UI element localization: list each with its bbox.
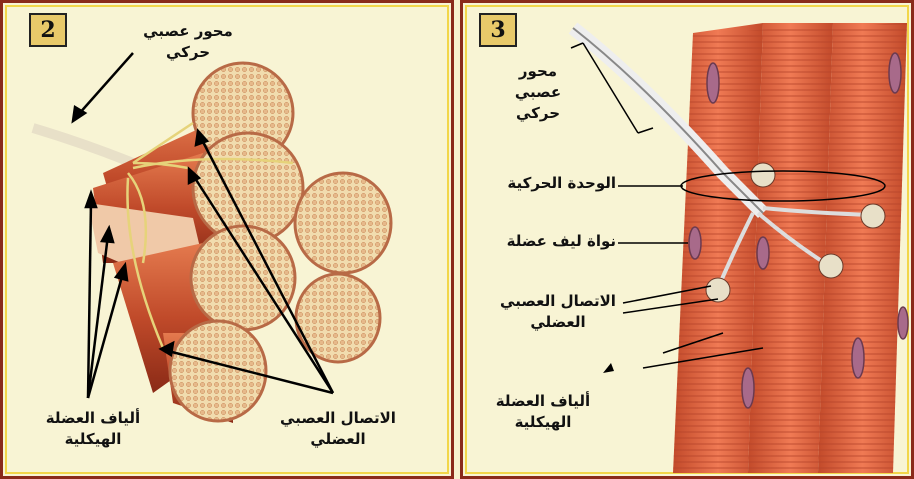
label-fibers-line2: الهيكلية [483, 412, 603, 433]
label-axon-line3: حركي [503, 103, 573, 124]
label-axon: محور عصبي حركي [503, 61, 573, 124]
label-fibers-line1: ألياف العضلة [483, 391, 603, 412]
panel-left: 2 محور عصبي حركي الاتصال العصبي العضلي أ… [0, 0, 454, 479]
label-nmj-line2: العضلي [488, 312, 628, 333]
panel-number: 3 [479, 13, 517, 47]
label-skeletal-fibers: ألياف العضلة الهيكلية [483, 391, 603, 433]
label-motor-axon: محور عصبي حركي [133, 21, 243, 63]
label-nucleus: نواة ليف عضلة [481, 231, 616, 252]
label-motor-axon-line1: محور عصبي [133, 21, 243, 42]
label-nmj-line1: الاتصال العصبي [488, 291, 628, 312]
label-motor-unit: الوحدة الحركية [481, 173, 616, 194]
label-fibers-line1: ألياف العضلة [33, 408, 153, 429]
fascicle [295, 173, 391, 273]
arrowhead [603, 363, 614, 373]
panel-right: 3 محور عصبي حركي الوحدة الحركية نواة ليف… [460, 0, 914, 479]
fascicle [191, 226, 295, 330]
label-nmj: الاتصال العصبي العضلي [488, 291, 628, 333]
label-nmj-line2: العضلي [263, 429, 413, 450]
label-skeletal-fibers: ألياف العضلة الهيكلية [33, 408, 153, 450]
label-nmj-line1: الاتصال العصبي [263, 408, 413, 429]
label-neuromuscular-junction: الاتصال العصبي العضلي [263, 408, 413, 450]
nerve-bundle [33, 128, 133, 163]
label-motor-axon-line2: حركي [133, 42, 243, 63]
fascicle [296, 274, 380, 362]
label-fibers-line2: الهيكلية [33, 429, 153, 450]
label-axon-line2: عصبي [503, 82, 573, 103]
panel-number: 2 [29, 13, 67, 47]
label-axon-line1: محور [503, 61, 573, 82]
